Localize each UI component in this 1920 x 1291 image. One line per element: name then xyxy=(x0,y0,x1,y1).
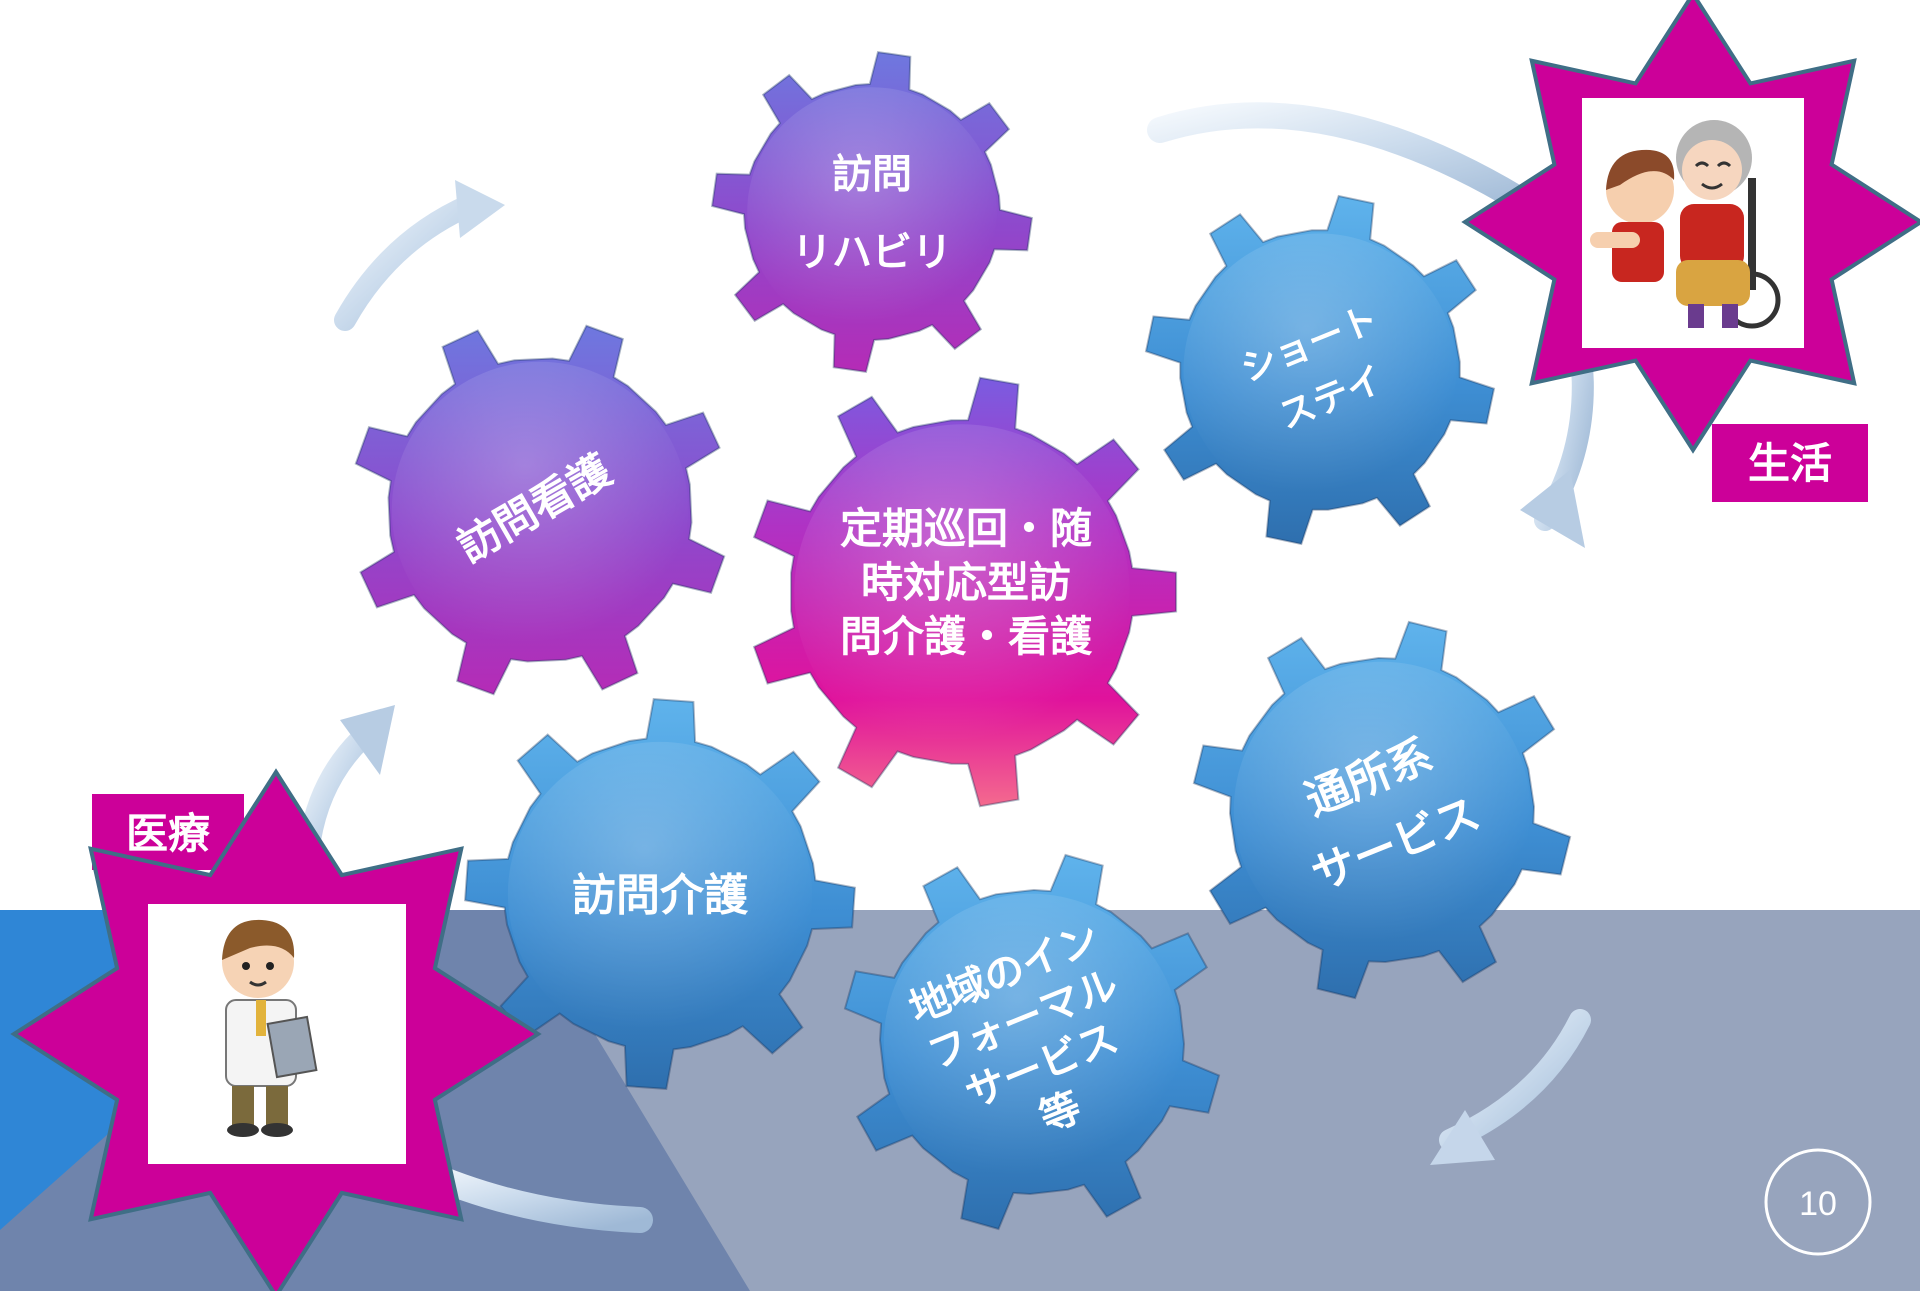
life-badge xyxy=(1461,0,1920,454)
gear-visiting-rehab-line: 訪問 xyxy=(832,151,912,197)
arrow-left-up xyxy=(299,729,371,851)
arrow-right-down-head xyxy=(1520,470,1585,548)
gear-visiting-nursing-highlight xyxy=(391,361,689,659)
medical-tag: 医療 xyxy=(92,794,244,870)
gear-visiting-rehab: 訪問リハビリ xyxy=(710,50,1034,374)
gear-short-stay: ショートステイ xyxy=(1144,194,1496,546)
gear-periodic-visit: 定期巡回・随時対応型訪問介護・看護 xyxy=(752,376,1178,808)
arrow-top-right xyxy=(1147,102,1533,213)
gear-home-care-label: 訪問介護 xyxy=(572,870,749,921)
gear-informal-services-highlight xyxy=(883,893,1181,1191)
life-tag-text: 生活 xyxy=(1748,439,1832,488)
cycle-arrows xyxy=(299,102,1594,1233)
arrow-top-left xyxy=(334,194,481,331)
gears: 訪問リハビリショートステイ訪問看護定期巡回・随時対応型訪問介護・看護通所系サービ… xyxy=(354,50,1572,1231)
gear-home-care-line: 訪問介護 xyxy=(572,870,749,921)
gear-periodic-visit-line: 問介護・看護 xyxy=(840,612,1093,661)
gear-visiting-rehab-highlight xyxy=(747,87,997,337)
gear-periodic-visit-label: 定期巡回・随時対応型訪問介護・看護 xyxy=(840,504,1093,661)
gear-home-care: 訪問介護 xyxy=(464,698,856,1090)
gear-short-stay-highlight xyxy=(1183,233,1457,507)
medical-badge xyxy=(10,768,542,1291)
gear-periodic-visit-line: 定期巡回・随 xyxy=(840,504,1092,553)
page-number: 10 xyxy=(1799,1185,1837,1223)
life-tag: 生活 xyxy=(1712,424,1868,502)
gear-periodic-visit-highlight xyxy=(794,424,1130,760)
caregiver-with-elderly-woman-icon xyxy=(1590,120,1781,329)
gear-day-services: 通所系サービス xyxy=(1192,620,1572,1000)
page-number-badge: 10 xyxy=(1764,1148,1872,1256)
gear-informal-services: 地域のインフォーマルサービス等 xyxy=(843,853,1221,1231)
gear-day-services-highlight xyxy=(1233,661,1531,959)
gear-periodic-visit-line: 時対応型訪 xyxy=(861,558,1071,607)
arrow-top-left-head xyxy=(455,180,505,238)
medical-tag-text: 医療 xyxy=(126,809,210,858)
gear-visiting-nursing: 訪問看護 xyxy=(354,324,726,696)
doctor-with-clipboard-icon xyxy=(222,919,318,1137)
gear-visiting-rehab-label: 訪問リハビリ xyxy=(792,151,952,275)
page-number-circle xyxy=(1764,1148,1872,1256)
gear-home-care-highlight xyxy=(507,741,813,1047)
life-tag-box xyxy=(1712,424,1868,502)
arrow-left-up-head xyxy=(340,705,395,775)
gear-visiting-rehab-line: リハビリ xyxy=(792,229,952,275)
arrow-bottom-right-head xyxy=(1430,1110,1495,1165)
